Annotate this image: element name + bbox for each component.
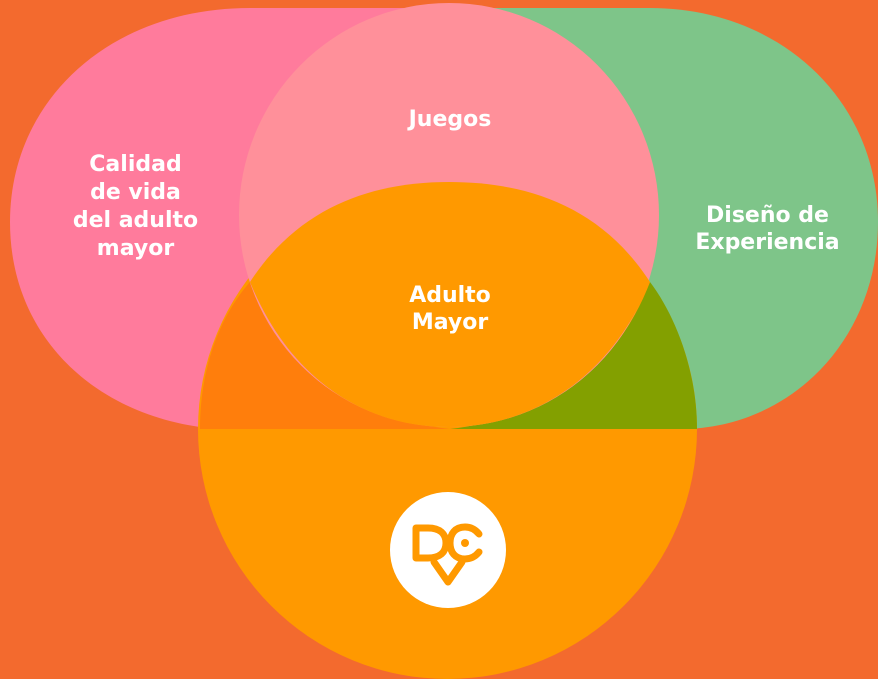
overlap-calidad-adulto	[200, 282, 450, 429]
label-calidad-de-vida: Calidad de vida del adulto mayor	[72, 152, 199, 261]
overlap-diseno-adulto	[450, 282, 697, 429]
overlap-juegos-adulto	[250, 182, 650, 427]
label-diseno-de-experiencia: Diseño de Experiencia	[695, 203, 840, 255]
label-juegos: Juegos	[408, 107, 492, 132]
dcv-logo-icon	[390, 492, 506, 608]
label-adulto-mayor: Adulto Mayor	[409, 283, 491, 335]
